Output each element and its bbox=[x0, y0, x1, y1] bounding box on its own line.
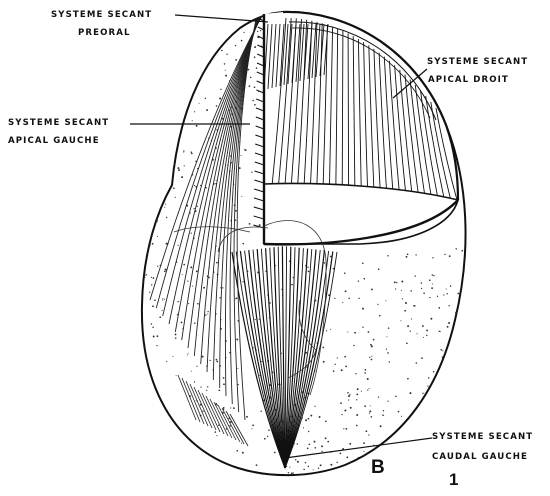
label-apical-droit-line1: SYSTEME SECANT bbox=[427, 58, 528, 67]
figure-number: 1 bbox=[449, 471, 458, 488]
label-apical-gauche-line2: APICAL GAUCHE bbox=[8, 137, 100, 146]
leader-preoral bbox=[175, 15, 268, 22]
label-preoral-line2: PREORAL bbox=[78, 29, 131, 38]
label-apical-droit-line2: APICAL DROIT bbox=[428, 76, 509, 85]
panel-letter: B bbox=[371, 458, 385, 477]
label-apical-gauche-line1: SYSTEME SECANT bbox=[8, 119, 109, 128]
label-preoral-line1: SYSTEME SECANT bbox=[51, 11, 152, 20]
label-caudal-gauche-line2: CAUDAL GAUCHE bbox=[432, 453, 528, 462]
label-caudal-gauche-line1: SYSTEME SECANT bbox=[432, 433, 533, 442]
cutaway-window bbox=[264, 12, 458, 244]
